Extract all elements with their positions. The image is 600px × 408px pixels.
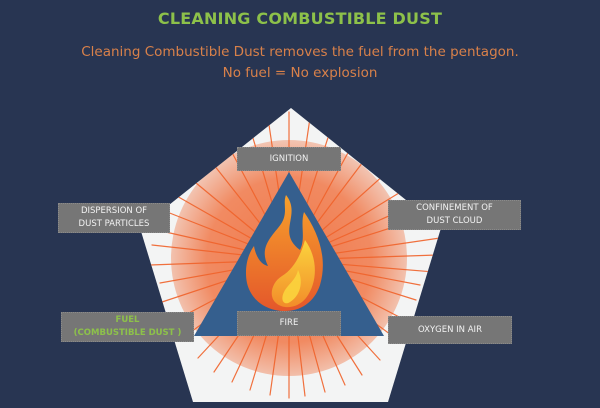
label-confinement-line-2: DUST CLOUD <box>426 216 483 226</box>
label-fuel-line-1: FUEL <box>115 315 140 325</box>
label-confinement: CONFINEMENT OF DUST CLOUD <box>388 200 521 230</box>
label-ignition-text: IGNITION <box>269 153 309 164</box>
label-dispersion: DISPERSION OF DUST PARTICLES <box>58 203 170 233</box>
label-oxygen-text: OXYGEN IN AIR <box>418 324 482 335</box>
subtitle-line-1: Cleaning Combustible Dust removes the fu… <box>81 44 519 60</box>
label-oxygen: OXYGEN IN AIR <box>388 316 512 344</box>
label-fire: FIRE <box>237 311 341 336</box>
label-fuel-line-2: (COMBUSTIBLE DUST ) <box>73 328 182 338</box>
label-fuel: FUEL (COMBUSTIBLE DUST ) <box>61 312 194 342</box>
subtitle: Cleaning Combustible Dust removes the fu… <box>0 42 600 84</box>
label-ignition: IGNITION <box>237 147 341 171</box>
subtitle-line-2: No fuel = No explosion <box>222 65 378 81</box>
flame-icon <box>245 195 323 311</box>
label-fire-text: FIRE <box>279 318 299 328</box>
label-dispersion-line-2: DUST PARTICLES <box>78 219 150 229</box>
label-confinement-line-1: CONFINEMENT OF <box>416 203 493 213</box>
label-dispersion-line-1: DISPERSION OF <box>80 206 148 216</box>
page-title: CLEANING COMBUSTIBLE DUST <box>157 9 443 28</box>
